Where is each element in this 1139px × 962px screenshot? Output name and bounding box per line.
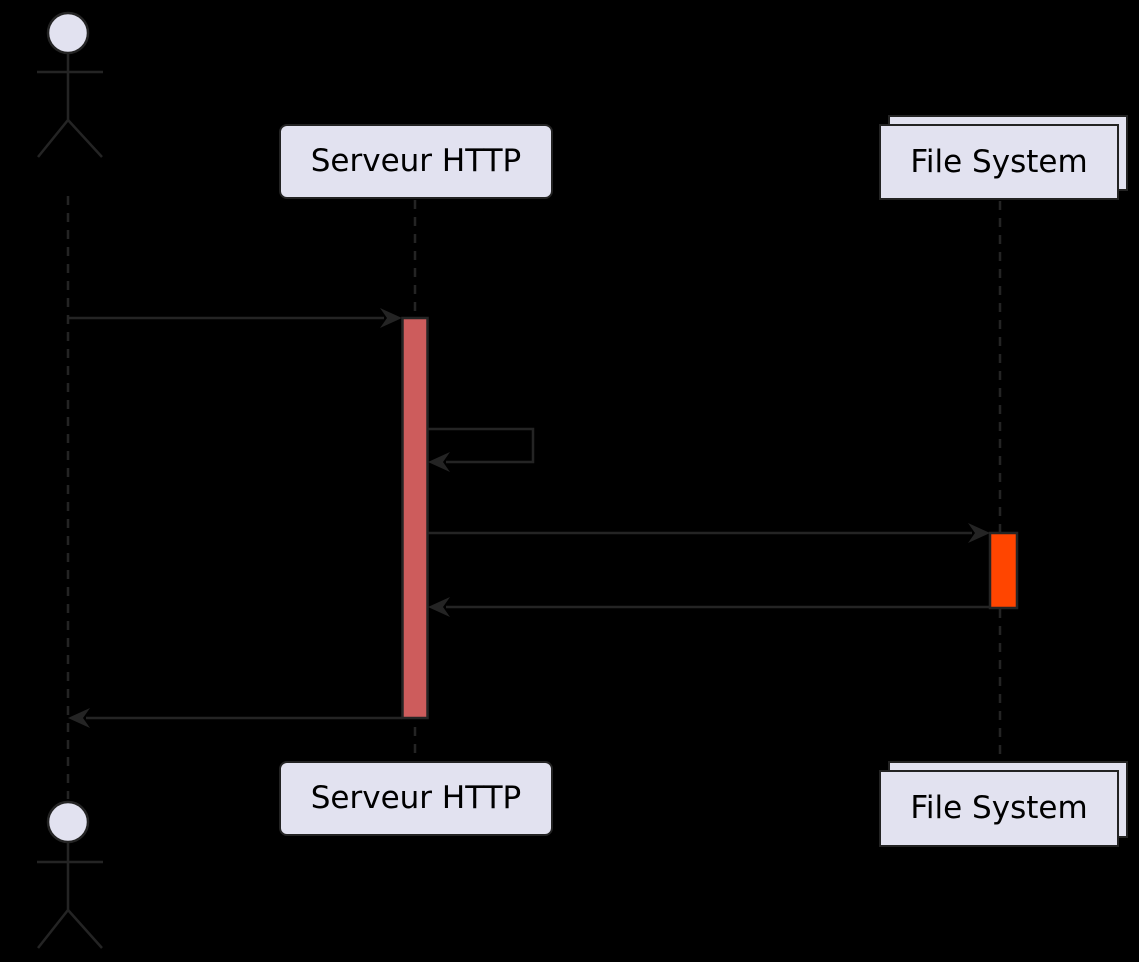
actor-head-icon: [46, 11, 90, 55]
participant-label-filesystem: File System: [910, 790, 1088, 826]
message-arrow-server-to-user: [68, 708, 402, 728]
participant-box-server-bottom: Serveur HTTP: [279, 761, 553, 836]
participant-box-server-top: Serveur HTTP: [279, 124, 553, 199]
actor-figure-bottom: [37, 800, 103, 949]
message-arrow-filesystem-to-server: [428, 597, 990, 617]
actor-figure-top: [37, 11, 103, 158]
arrowhead-icon: [968, 523, 990, 543]
actor-leg-left: [37, 909, 69, 949]
actor-leg-right: [67, 119, 103, 158]
actor-leg-left: [37, 119, 69, 158]
self-message-arrow-server: [427, 427, 535, 472]
arrowhead-icon: [428, 452, 450, 472]
message-arrow-user-to-server: [68, 308, 402, 328]
participant-box-filesystem-bottom: File System: [879, 770, 1119, 847]
arrowhead-icon: [428, 597, 450, 617]
arrowhead-icon: [380, 308, 402, 328]
participant-label-server: Serveur HTTP: [310, 780, 522, 816]
message-arrow-server-to-filesystem: [427, 523, 990, 543]
activation-bar-server: [401, 316, 429, 720]
participant-label-server: Serveur HTTP: [310, 143, 522, 179]
arrowhead-icon: [68, 708, 90, 728]
activation-bar-filesystem: [988, 531, 1019, 610]
participant-label-filesystem: File System: [910, 143, 1088, 180]
participant-box-filesystem-top: File System: [879, 124, 1119, 200]
actor-leg-right: [67, 909, 103, 949]
actor-head-icon: [46, 800, 90, 844]
